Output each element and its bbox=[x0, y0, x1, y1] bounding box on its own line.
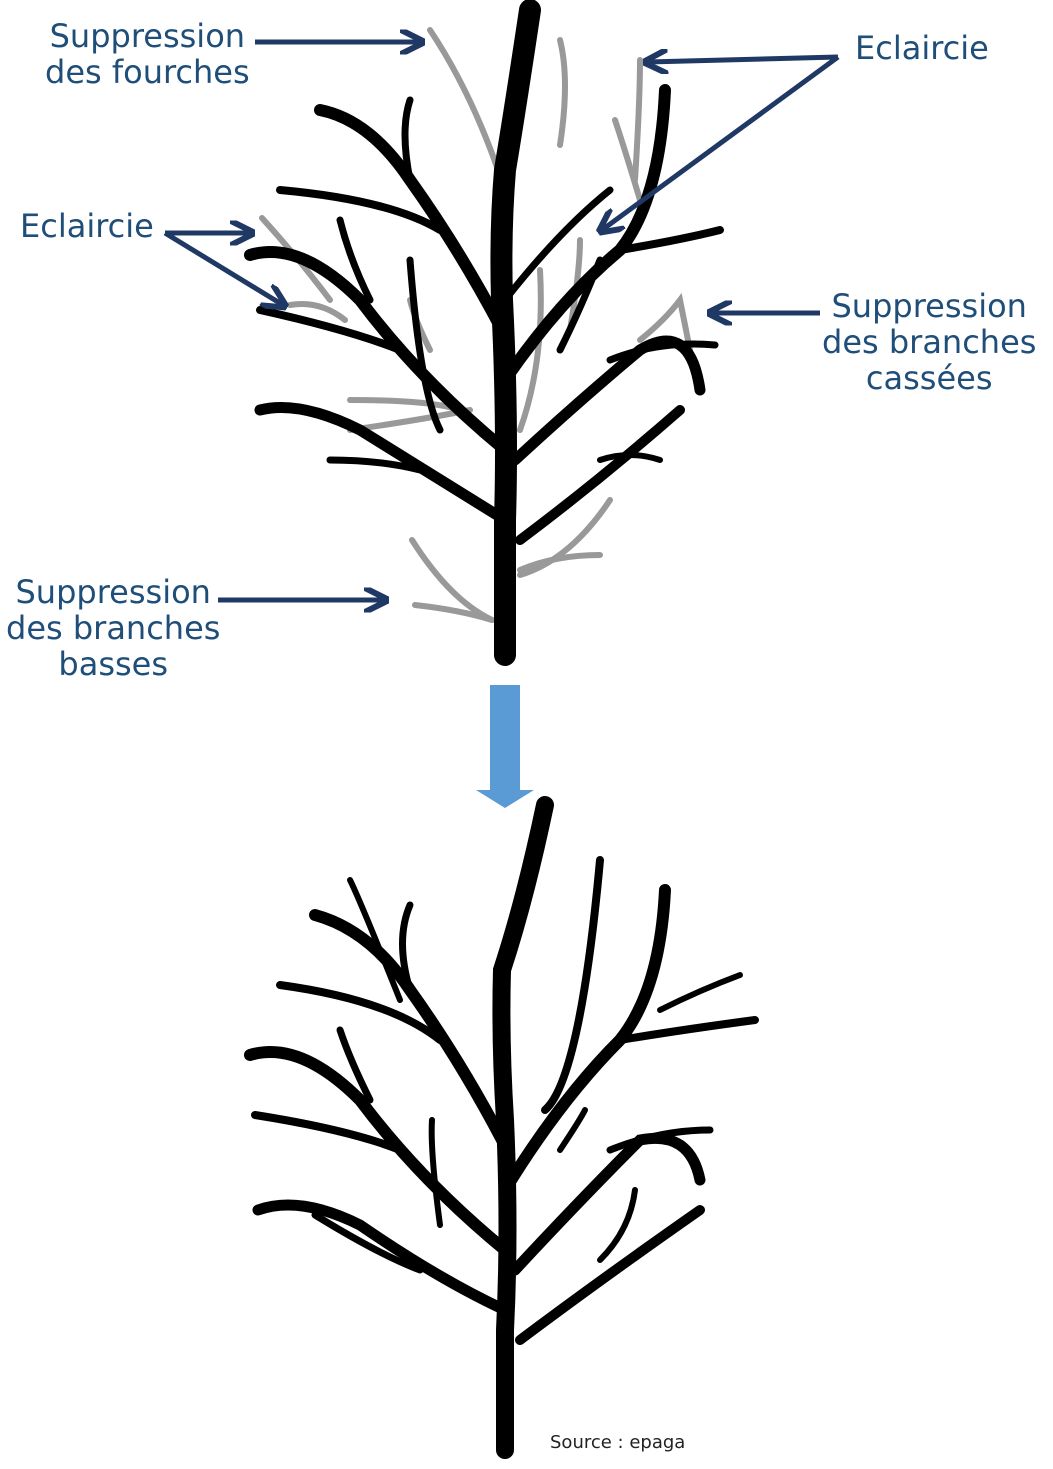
label-low-line3: basses bbox=[58, 645, 169, 683]
kept-branches bbox=[244, 84, 724, 545]
tree-after bbox=[244, 796, 759, 1459]
label-forks: Suppression des fourches bbox=[45, 18, 250, 90]
label-thinning-left-text: Eclaircie bbox=[20, 207, 154, 245]
label-broken-line2: des branches bbox=[822, 323, 1037, 361]
arrow-thinning-top-2 bbox=[602, 54, 840, 230]
label-thinning-left: Eclaircie bbox=[20, 208, 154, 244]
label-forks-line2: des fourches bbox=[45, 53, 250, 91]
label-forks-line1: Suppression bbox=[49, 17, 246, 55]
label-low-line1: Suppression bbox=[15, 573, 211, 611]
arrow-thinning-top-1 bbox=[648, 57, 839, 62]
label-broken-line1: Suppression bbox=[831, 287, 1027, 325]
trunk-after bbox=[492, 796, 554, 1459]
label-broken-line3: cassées bbox=[865, 359, 993, 397]
label-low: Suppression des branches basses bbox=[6, 574, 220, 682]
label-broken: Suppression des branches cassées bbox=[822, 288, 1036, 396]
label-low-line2: des branches bbox=[6, 609, 221, 647]
transition-arrow bbox=[476, 685, 534, 808]
label-thinning-top: Eclaircie bbox=[855, 30, 989, 66]
source-caption: Source : epaga bbox=[550, 1432, 686, 1453]
annotation-arrows bbox=[163, 42, 840, 600]
arrow-thinning-left-2 bbox=[163, 230, 283, 305]
tree-before bbox=[244, 0, 724, 666]
label-thinning-top-text: Eclaircie bbox=[855, 29, 989, 67]
